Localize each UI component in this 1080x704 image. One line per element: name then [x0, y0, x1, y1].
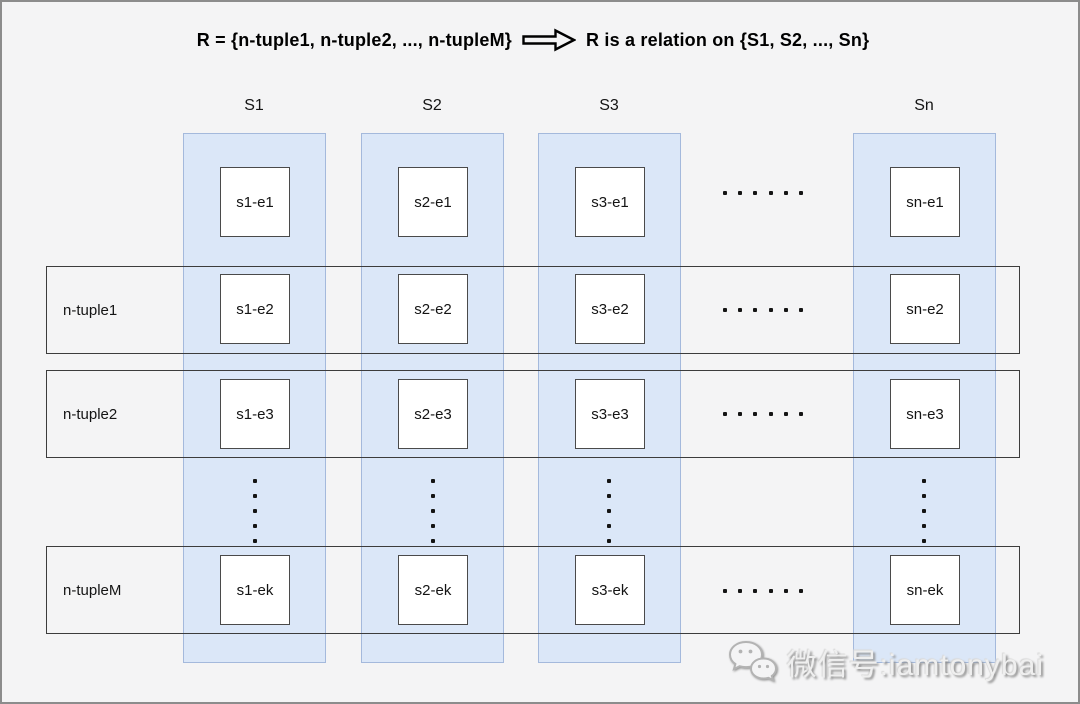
element-box-s3-e3: s3-e3 — [575, 379, 645, 449]
element-box-s1-e3: s1-e3 — [220, 379, 290, 449]
tuple-row-1: n-tuple1 — [46, 266, 1020, 354]
element-box-s2-e2: s2-e2 — [398, 274, 468, 344]
column-header-sn: Sn — [914, 97, 934, 114]
horizontal-ellipsis-row-e2 — [723, 307, 803, 312]
column-header-s2: S2 — [422, 97, 442, 114]
wechat-icon — [728, 640, 777, 682]
title-right-expression: R is a relation on {S1, S2, ..., Sn} — [586, 29, 870, 50]
watermark: 微信号:iamtonybai — [727, 638, 1044, 686]
vertical-ellipsis-s1 — [252, 479, 257, 543]
vertical-ellipsis-s2 — [430, 479, 435, 543]
element-box-sn-e1: sn-e1 — [890, 167, 960, 237]
element-box-s2-ek: s2-ek — [398, 555, 468, 625]
column-header-s3: S3 — [599, 97, 619, 114]
element-box-s2-e3: s2-e3 — [398, 379, 468, 449]
tuple-row-label: n-tuple2 — [63, 405, 118, 423]
tuple-row-label: n-tupleM — [63, 581, 122, 599]
implies-arrow-icon — [522, 28, 576, 52]
tuple-row-m: n-tupleM — [46, 546, 1020, 634]
element-box-s1-e1: s1-e1 — [220, 167, 290, 237]
element-box-sn-e2: sn-e2 — [890, 274, 960, 344]
diagram-title: R = {n-tuple1, n-tuple2, ..., n-tupleM} … — [2, 28, 1064, 52]
horizontal-ellipsis-row-e1 — [723, 190, 803, 195]
vertical-ellipsis-sn — [921, 479, 926, 543]
element-box-sn-e3: sn-e3 — [890, 379, 960, 449]
horizontal-ellipsis-row-e3 — [723, 411, 803, 416]
element-box-s3-e2: s3-e2 — [575, 274, 645, 344]
element-box-s1-e2: s1-e2 — [220, 274, 290, 344]
element-box-s3-ek: s3-ek — [575, 555, 645, 625]
tuple-row-2: n-tuple2 — [46, 370, 1020, 458]
title-left-expression: R = {n-tuple1, n-tuple2, ..., n-tupleM} — [196, 29, 512, 50]
element-box-s1-ek: s1-ek — [220, 555, 290, 625]
element-box-s3-e1: s3-e1 — [575, 167, 645, 237]
watermark-text: 微信号:iamtonybai — [786, 649, 1044, 682]
element-box-s2-e1: s2-e1 — [398, 167, 468, 237]
element-box-sn-ek: sn-ek — [890, 555, 960, 625]
vertical-ellipsis-s3 — [606, 479, 611, 543]
tuple-row-label: n-tuple1 — [63, 301, 118, 319]
column-header-s1: S1 — [244, 97, 264, 114]
horizontal-ellipsis-row-ek — [723, 588, 803, 593]
